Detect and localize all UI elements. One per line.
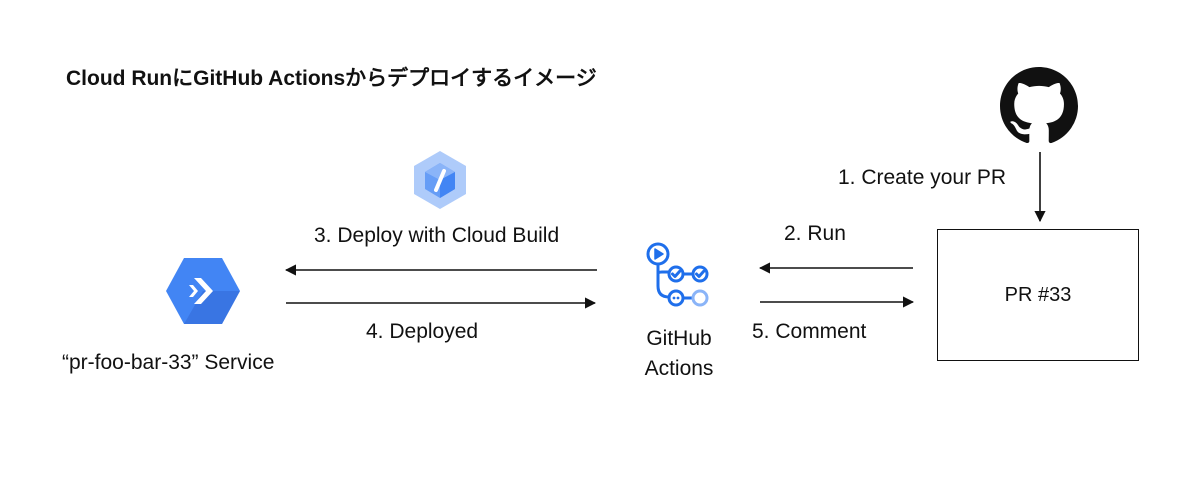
github-actions-label: GitHub Actions [620,324,738,384]
github-actions-label-line2: Actions [644,357,714,380]
pull-request-box: PR #33 [937,229,1139,361]
cloud-run-icon [165,256,241,326]
github-actions-label-line1: GitHub [646,327,712,350]
step-create-pr-label: 1. Create your PR [838,166,1007,189]
step-comment-label: 5. Comment [752,320,867,343]
service-label: “pr-foo-bar-33” Service [62,351,275,374]
cloud-build-icon [409,149,471,211]
step-deployed-label: 4. Deployed [366,320,479,343]
github-actions-icon [645,240,715,312]
diagram-title: Cloud RunにGitHub Actionsからデプロイするイメージ [66,67,597,90]
step-deploy-label: 3. Deploy with Cloud Build [314,224,560,247]
pull-request-label: PR #33 [1004,283,1072,306]
github-octocat-icon [1000,67,1078,145]
step-run-label: 2. Run [784,222,846,245]
